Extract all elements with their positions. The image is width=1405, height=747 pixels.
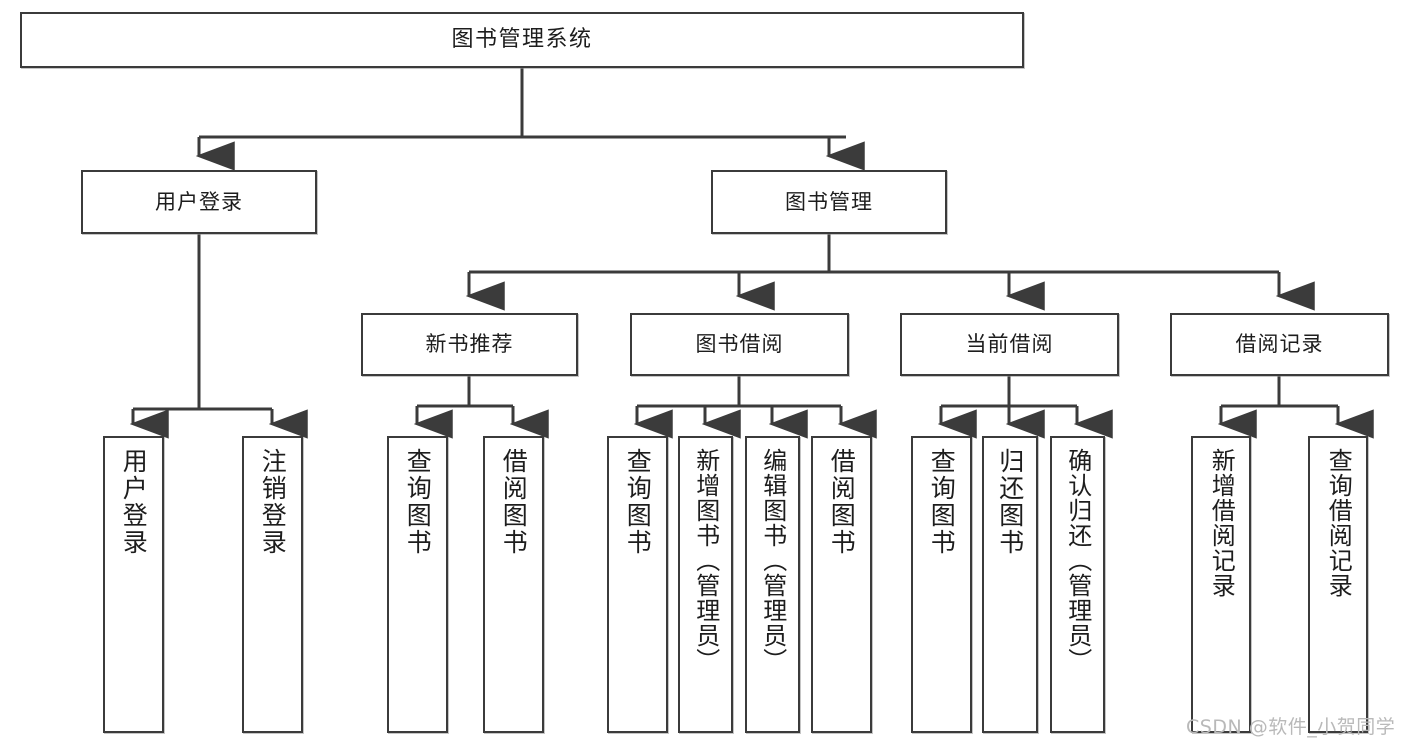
leaf-borrow-add-book-admin[interactable]: 新增图书（管理员）	[678, 436, 733, 733]
node-label: 查询图书	[927, 448, 957, 556]
node-label: 查询图书	[623, 448, 653, 556]
node-label: 编辑图书（管理员）	[758, 448, 787, 673]
leaf-record-add-borrow-record[interactable]: 新增借阅记录	[1191, 436, 1251, 733]
node-label: 新书推荐	[425, 332, 514, 357]
leaf-borrow-borrow-book[interactable]: 借阅图书	[811, 436, 872, 733]
node-label: 注销登录	[258, 448, 288, 556]
node-label: 图书借阅	[695, 332, 784, 357]
leaf-user-login[interactable]: 用户登录	[103, 436, 164, 733]
node-label: 借阅记录	[1235, 332, 1324, 357]
leaf-current-confirm-return-admin[interactable]: 确认归还（管理员）	[1050, 436, 1105, 733]
node-user-login[interactable]: 用户登录	[81, 170, 317, 234]
node-label: 图书管理	[785, 189, 873, 214]
node-label: 图书管理系统	[451, 27, 593, 53]
node-root-book-management-system[interactable]: 图书管理系统	[20, 12, 1024, 68]
csdn-watermark: CSDN @软件_小贺同学	[1186, 716, 1396, 738]
leaf-borrow-query-book[interactable]: 查询图书	[607, 436, 668, 733]
node-label: 归还图书	[995, 448, 1025, 556]
node-label: 新增借阅记录	[1207, 448, 1236, 598]
leaf-borrow-edit-book-admin[interactable]: 编辑图书（管理员）	[745, 436, 800, 733]
node-label: 查询图书	[403, 448, 433, 556]
leaf-record-query-borrow-record[interactable]: 查询借阅记录	[1308, 436, 1368, 733]
node-book-borrow[interactable]: 图书借阅	[630, 313, 849, 376]
leaf-recommend-borrow-book[interactable]: 借阅图书	[483, 436, 544, 733]
node-label: 查询借阅记录	[1324, 448, 1353, 598]
node-label: 新增图书（管理员）	[691, 448, 720, 673]
leaf-user-logout[interactable]: 注销登录	[242, 436, 303, 733]
node-label: 借阅图书	[827, 448, 857, 556]
node-label: 当前借阅	[965, 332, 1054, 357]
node-label: 用户登录	[119, 448, 149, 556]
leaf-current-return-book[interactable]: 归还图书	[982, 436, 1038, 733]
node-current-borrow[interactable]: 当前借阅	[900, 313, 1119, 376]
node-new-book-recommend[interactable]: 新书推荐	[361, 313, 578, 376]
node-label: 用户登录	[155, 189, 243, 214]
node-label: 借阅图书	[499, 448, 529, 556]
node-label: 确认归还（管理员）	[1063, 448, 1092, 673]
node-borrow-record[interactable]: 借阅记录	[1170, 313, 1389, 376]
leaf-recommend-query-book[interactable]: 查询图书	[387, 436, 448, 733]
leaf-current-query-book[interactable]: 查询图书	[911, 436, 972, 733]
node-book-management[interactable]: 图书管理	[711, 170, 947, 234]
